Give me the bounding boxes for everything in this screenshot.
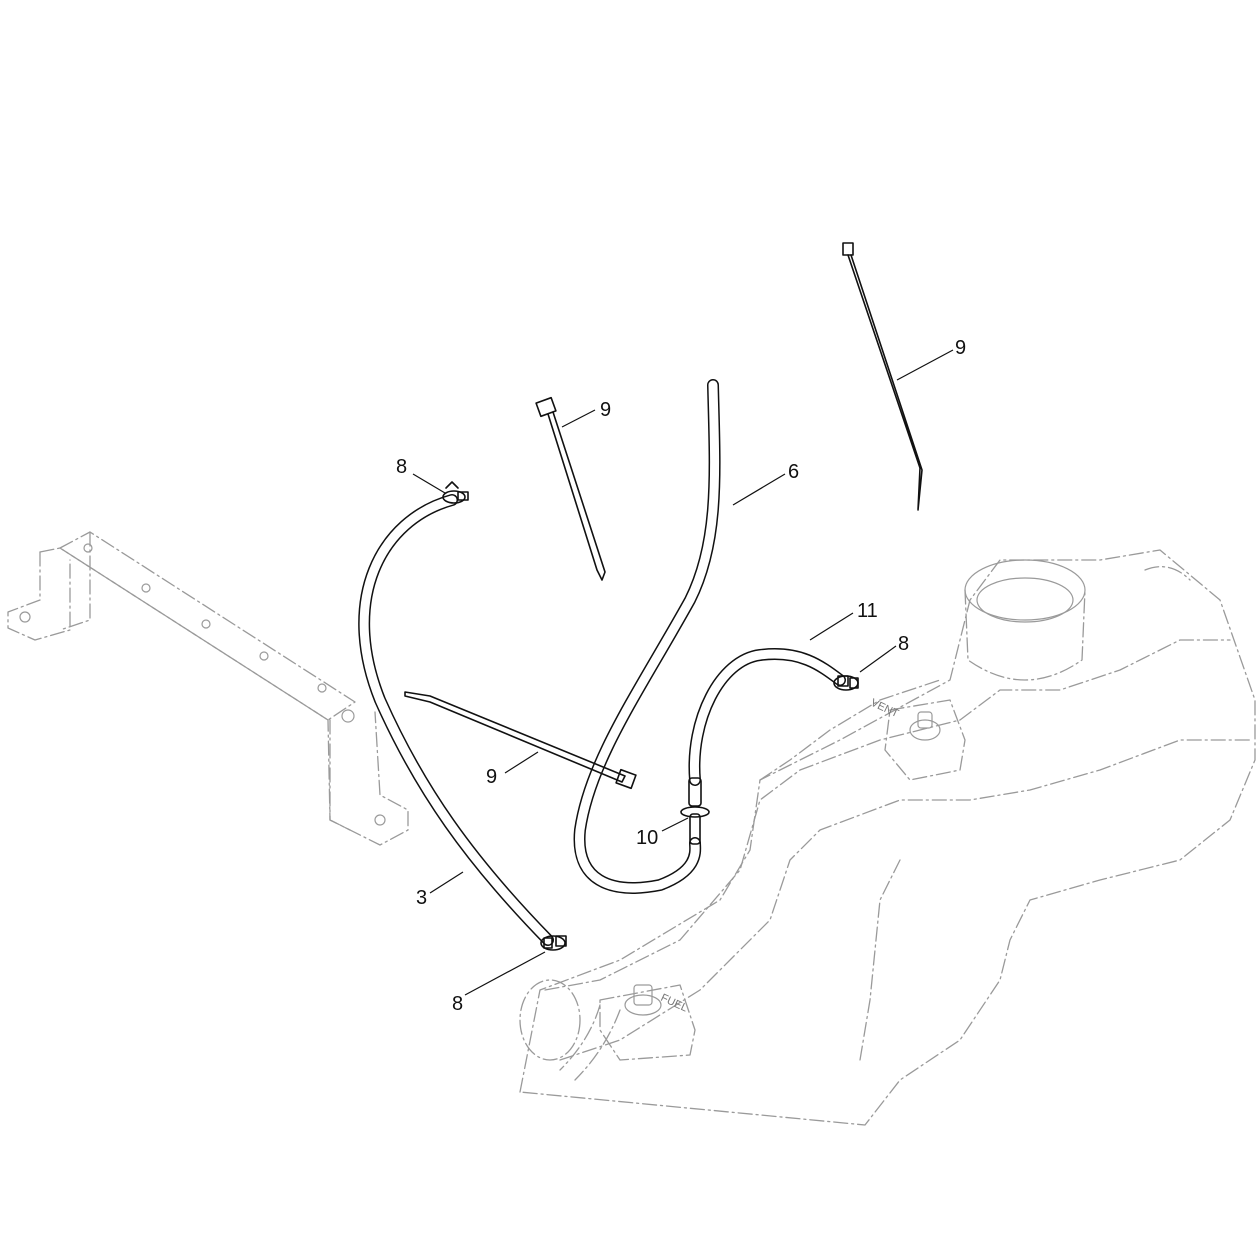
callout-9-lower: 9 bbox=[486, 766, 497, 788]
cable-tie-9-lower bbox=[404, 691, 637, 790]
callout-11: 11 bbox=[857, 600, 878, 622]
callout-9-upper: 9 bbox=[600, 399, 611, 421]
leader-lines bbox=[412, 349, 954, 996]
callout-9-right: 9 bbox=[955, 337, 966, 359]
cable-tie-9-upper bbox=[535, 396, 606, 581]
callout-6: 6 bbox=[788, 461, 799, 483]
callout-8-top: 8 bbox=[396, 456, 407, 478]
frame-bracket-phantom bbox=[7, 531, 409, 846]
callout-8-bottom: 8 bbox=[452, 993, 463, 1015]
tank-fuel-label: FUEL bbox=[659, 992, 690, 1015]
fuel-tank-phantom bbox=[519, 549, 1256, 1126]
callout-3: 3 bbox=[416, 887, 427, 909]
clamp-8-right bbox=[833, 675, 859, 691]
clamp-8-top bbox=[442, 481, 469, 504]
hose-11 bbox=[688, 648, 846, 786]
tank-vent-label: VENT bbox=[869, 697, 901, 720]
callout-10: 10 bbox=[636, 827, 658, 849]
hose-6 bbox=[573, 379, 721, 894]
cable-tie-9-right bbox=[842, 242, 923, 511]
clamp-8-bottom bbox=[540, 935, 567, 951]
fitting-10 bbox=[680, 777, 710, 845]
hose-3 bbox=[358, 494, 554, 946]
callout-8-right: 8 bbox=[898, 633, 909, 655]
